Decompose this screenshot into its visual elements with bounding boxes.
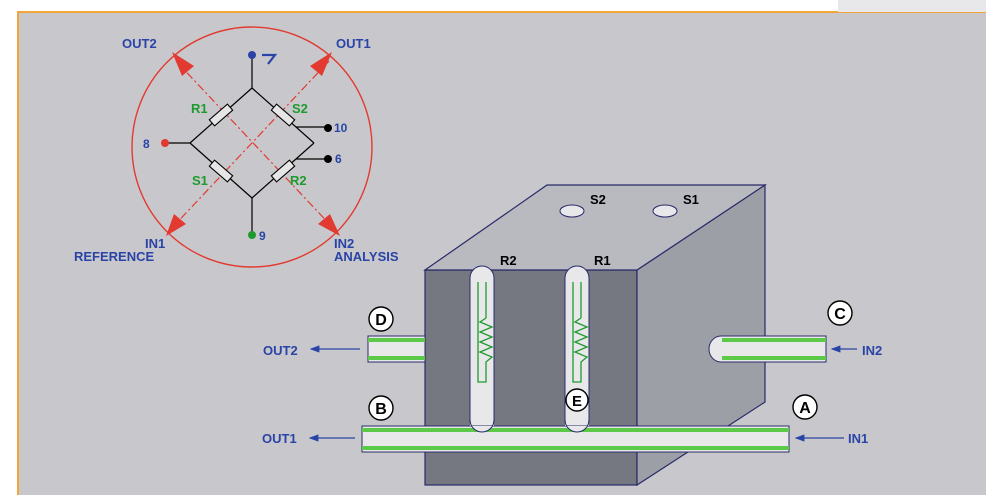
label-out2: OUT2 — [122, 36, 157, 51]
pin-dot-top — [248, 51, 256, 59]
bore-r1-cap — [564, 419, 590, 433]
out1-arrow — [310, 52, 332, 76]
pin-dot-9 — [248, 231, 256, 239]
port-b-circle — [368, 395, 394, 421]
in1-arrow — [166, 214, 186, 236]
hole-s2 — [559, 204, 585, 218]
frame-border — [17, 11, 986, 495]
label-s2: S2 — [292, 101, 308, 116]
block-label-r2: R2 — [500, 253, 517, 268]
port-a-circle — [792, 394, 818, 420]
hole-s1 — [652, 204, 678, 218]
block-front-face — [424, 269, 638, 486]
pin-dot-8 — [161, 139, 169, 147]
label-pin-8: 8 — [143, 137, 150, 151]
tube-main-stripe-bottom — [362, 446, 789, 450]
block-label-s2: S2 — [590, 192, 606, 207]
block-label-r1: R1 — [594, 253, 611, 268]
label-in2: IN2 — [334, 236, 354, 251]
bridge-schematic: OUT2 OUT1 R1 S2 S1 R2 8 10 6 9 IN1 REFER… — [74, 26, 399, 268]
resistor-s1 — [208, 159, 234, 183]
label-r2: R2 — [290, 173, 307, 188]
flow-out2-label: OUT2 — [263, 343, 298, 358]
flow-out1-label: OUT1 — [262, 431, 297, 446]
label-r1: R1 — [191, 101, 208, 116]
corner-tab — [838, 0, 986, 12]
resistor-s2 — [270, 103, 296, 127]
label-pin-9: 9 — [259, 229, 266, 243]
label-pin-10: 10 — [334, 121, 348, 135]
block-label-s1: S1 — [683, 192, 699, 207]
bore-r2-end — [470, 420, 494, 432]
resistor-r1 — [208, 103, 234, 127]
port-d: D — [375, 312, 387, 329]
filament-r2 — [477, 282, 494, 383]
resistor-r2 — [270, 159, 296, 183]
filament-r1 — [572, 282, 589, 383]
out2-arrow — [172, 52, 194, 76]
bridge-circle — [131, 26, 373, 268]
tube-in2-stripe-top — [722, 338, 826, 342]
diagonal-in1-out1 — [169, 59, 331, 231]
tube-out2-stripe-top — [368, 338, 425, 342]
block-top-face — [423, 184, 767, 271]
bore-r2-cap — [469, 419, 495, 433]
port-c: C — [834, 306, 846, 323]
in2-arrow — [318, 214, 340, 236]
label-s1: S1 — [192, 173, 208, 188]
flow-in1-label: IN1 — [848, 431, 868, 446]
label-reference: REFERENCE — [74, 249, 155, 264]
port-e-circle — [565, 388, 589, 412]
tube-in2 — [708, 335, 827, 363]
flow-in2-label: IN2 — [862, 343, 882, 358]
port-d-circle — [368, 306, 394, 332]
tube-out2-stripe-bottom — [368, 356, 425, 360]
diagonal-in2-out2 — [174, 59, 336, 231]
port-e: E — [572, 393, 582, 410]
port-b: B — [375, 401, 387, 418]
pin-dot-6 — [324, 155, 332, 163]
port-c-circle — [827, 300, 853, 326]
port-a: A — [799, 400, 811, 417]
label-in1: IN1 — [145, 236, 165, 251]
pin-dot-10 — [324, 124, 332, 132]
bore-r2 — [469, 265, 495, 433]
pin-marker-icon — [262, 53, 278, 65]
label-analysis: ANALYSIS — [334, 249, 399, 264]
port-labels: D C B A E — [368, 300, 853, 421]
tube-in2-stripe-bottom — [722, 356, 826, 360]
flow-labels: OUT2 IN2 OUT1 IN1 — [262, 343, 882, 446]
bore-r1-end — [565, 420, 589, 432]
label-out1: OUT1 — [336, 36, 371, 51]
label-pin-6: 6 — [335, 152, 342, 166]
